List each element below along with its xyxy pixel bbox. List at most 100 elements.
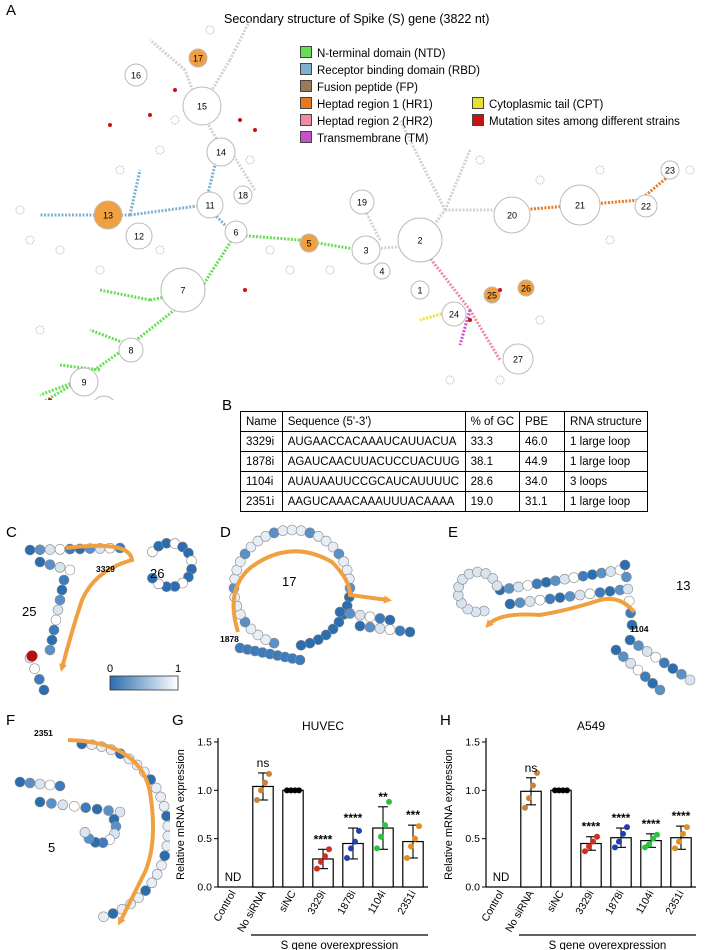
- nucleotide: [596, 567, 607, 579]
- loop-number: 26: [521, 284, 531, 294]
- y-tick-label: 0.5: [197, 833, 212, 845]
- nucleotide: [114, 806, 126, 818]
- structure-stem: [639, 173, 671, 202]
- legend-swatch: [472, 97, 484, 109]
- structure-loop: [660, 160, 680, 180]
- structure-loop: [397, 217, 443, 263]
- hairpin-loop: [605, 235, 615, 245]
- nucleotide: [98, 911, 109, 923]
- structure-stem: [418, 159, 447, 211]
- table-header: RNA structure: [564, 411, 648, 432]
- nucleotide: [34, 674, 45, 685]
- table-cell: 46.0: [519, 431, 566, 452]
- nucleotide: [531, 578, 543, 590]
- nucleotide: [79, 827, 91, 838]
- legend-hr1: Heptad region 1 (HR1): [300, 97, 433, 111]
- structure-stem: [398, 119, 422, 161]
- nucleotide: [147, 572, 158, 584]
- nucleotide: [534, 594, 546, 606]
- table-cell: 3329i: [240, 431, 283, 452]
- nucleotide: [50, 614, 62, 626]
- hairpin-loop: [685, 165, 695, 175]
- table-row: 3329i AUGAACCACAAAUCAUUACUA 33.3 46.0 1 …: [240, 431, 648, 452]
- nucleotide: [574, 589, 586, 601]
- nucleotide: [294, 654, 306, 666]
- nucleotide: [29, 663, 40, 674]
- significance-label: ****: [582, 820, 601, 834]
- structure-stem: [418, 244, 472, 311]
- nucleotide: [150, 782, 162, 794]
- nucleotide: [334, 606, 346, 618]
- table-header: Sequence (5'-3'): [281, 411, 466, 432]
- mutation-nucleotide: [26, 650, 38, 662]
- legend-swatch: [300, 131, 312, 143]
- structure-loop: [410, 280, 430, 300]
- nucleotide: [320, 535, 332, 547]
- nucleotide: [252, 629, 264, 641]
- mutation-site: [498, 288, 502, 292]
- structure-loop: [94, 395, 114, 400]
- legend-swatch: [472, 114, 484, 126]
- nucleotide: [286, 524, 298, 536]
- data-point: [654, 831, 660, 838]
- structure-stem: [299, 238, 361, 252]
- data-point: [650, 835, 656, 842]
- nucleotide: [54, 544, 66, 555]
- bar: [282, 789, 304, 888]
- nucleotide: [107, 908, 119, 919]
- nucleotide: [146, 877, 158, 889]
- data-point: [526, 795, 532, 802]
- nucleotide: [151, 869, 163, 880]
- nucleotide: [618, 651, 629, 662]
- panel-label-c: C: [6, 524, 17, 541]
- structure-loop: [517, 279, 535, 297]
- sirna-table: Name Sequence (5'-3') % of GC PBE RNA st…: [240, 411, 648, 512]
- nucleotide: [54, 562, 66, 573]
- nucleotide: [650, 651, 662, 663]
- legend-label: N-terminal domain (NTD): [317, 48, 446, 60]
- nucleotide: [632, 664, 644, 676]
- nucleotide: [34, 556, 46, 568]
- nucleotide: [58, 574, 70, 586]
- mutation-site: [148, 113, 152, 117]
- structure-stem: [128, 169, 142, 216]
- data-point: [646, 841, 652, 848]
- nucleotide: [404, 626, 416, 638]
- table-cell: 3 loops: [564, 471, 648, 492]
- nucleotide: [364, 611, 376, 623]
- structure-loop: [118, 337, 144, 363]
- nucleotide: [260, 634, 271, 645]
- nucleotide: [610, 644, 622, 656]
- data-point: [314, 865, 320, 872]
- loop-number: 1: [417, 286, 422, 296]
- nucleotide: [313, 531, 324, 542]
- table-cell: 1878i: [240, 451, 283, 472]
- legend-label: Transmembrane (TM): [317, 133, 429, 145]
- structure-loop: [160, 267, 206, 313]
- data-point: [386, 798, 392, 805]
- panel-a-legend: N-terminal domain (NTD) Receptor binding…: [300, 46, 700, 156]
- nucleotide: [624, 634, 636, 646]
- table-row: 2351i AAGUCAAACAAAUUUACAAAA 19.0 31.1 1 …: [240, 491, 648, 512]
- target-arrow-c: [59, 543, 135, 672]
- nucleotide: [24, 777, 36, 789]
- structure-loop: [69, 367, 99, 397]
- data-point: [676, 838, 682, 845]
- loop-number: 24: [449, 310, 459, 320]
- loop-number: 3: [363, 246, 368, 256]
- data-point: [258, 787, 264, 794]
- structure-loop: [441, 301, 467, 327]
- structure-stem: [99, 288, 151, 302]
- hairpin-loop: [205, 25, 215, 35]
- nucleotide: [625, 658, 636, 669]
- nucleotide: [54, 594, 66, 606]
- nucleotide: [364, 621, 376, 633]
- nucleotide: [327, 541, 339, 553]
- table-row: 1104i AUAUAAUUCCGCAUCAUUUUC 28.6 34.0 3 …: [240, 471, 648, 492]
- hairpin-loop: [595, 165, 605, 175]
- structure-loop: [559, 184, 601, 226]
- legend-swatch: [300, 63, 312, 75]
- significance-label: **: [378, 790, 388, 804]
- structure-stem: [579, 198, 641, 207]
- mutation-site: [253, 128, 257, 132]
